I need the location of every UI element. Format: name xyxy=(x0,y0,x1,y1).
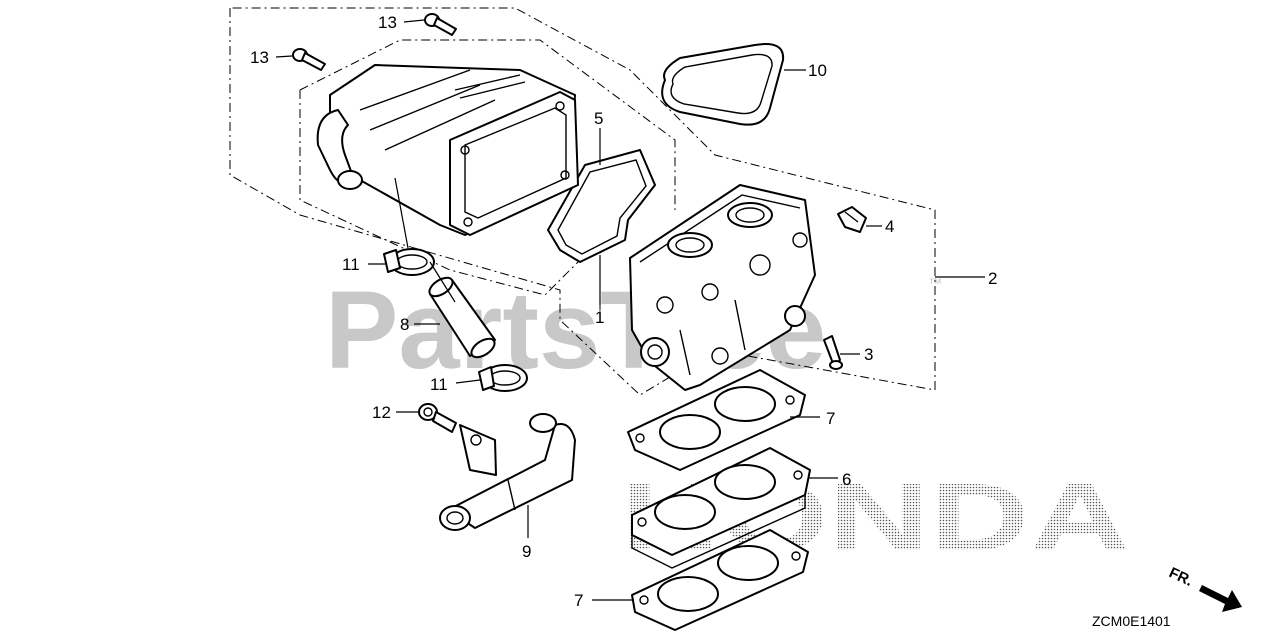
diagram-code: ZCM0E1401 xyxy=(1092,613,1171,629)
callout-10: 10 xyxy=(808,61,827,80)
breather-tube-part xyxy=(428,276,496,359)
bolt-12-part xyxy=(418,403,457,433)
front-direction-indicator: FR. xyxy=(1166,564,1242,612)
spacer-gasket-lower-part xyxy=(631,529,809,631)
cover-gasket-part xyxy=(547,149,656,263)
drain-screw-part xyxy=(823,335,843,370)
hose-clamp-lower-part xyxy=(478,364,528,392)
intake-elbow-pipe-part xyxy=(439,413,576,531)
callout-6: 6 xyxy=(842,470,851,489)
callout-7-lower: 7 xyxy=(574,591,583,610)
breather-cover-part xyxy=(316,64,579,236)
callout-7-upper: 7 xyxy=(826,409,835,428)
hose-clamp-upper-part xyxy=(383,248,435,276)
callout-9: 9 xyxy=(522,542,531,561)
clip-part xyxy=(837,206,867,233)
callout-5: 5 xyxy=(594,109,603,128)
front-label: FR. xyxy=(1166,564,1195,590)
bolt-left-part xyxy=(292,48,326,71)
leader-lines xyxy=(275,19,985,601)
callout-13-upper: 13 xyxy=(378,13,397,32)
callouts: 13 13 10 5 4 2 11 8 1 3 11 12 7 6 9 7 xyxy=(250,13,997,610)
carburetor-body-part xyxy=(629,184,816,391)
front-arrow-icon xyxy=(1199,585,1242,612)
callout-8: 8 xyxy=(400,315,409,334)
intake-gasket-ring-part xyxy=(661,43,785,126)
spacer-gasket-upper-part xyxy=(627,369,806,471)
insulator-part xyxy=(631,447,811,569)
bolt-upper-part xyxy=(424,13,457,36)
callout-4: 4 xyxy=(885,217,894,236)
watermark-trademark: ™ xyxy=(928,275,942,291)
callout-12: 12 xyxy=(372,403,391,422)
callout-3: 3 xyxy=(864,345,873,364)
callout-2: 2 xyxy=(988,269,997,288)
callout-1: 1 xyxy=(595,308,604,327)
callout-11-upper: 11 xyxy=(342,255,360,274)
callout-13-left: 13 xyxy=(250,48,269,67)
callout-11-lower: 11 xyxy=(430,375,448,394)
